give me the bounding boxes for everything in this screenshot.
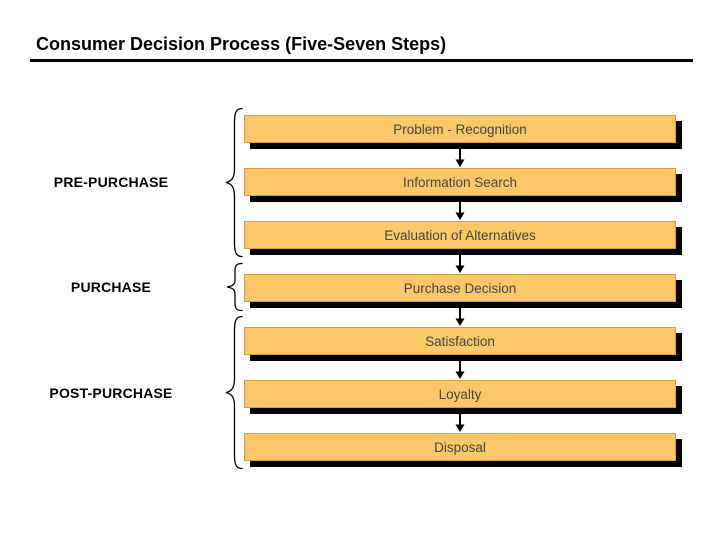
stage-box-purchase-decision: Purchase Decision xyxy=(244,274,676,302)
stage-label: Information Search xyxy=(402,174,518,190)
phase-label-purchase: PURCHASE xyxy=(70,279,152,295)
down-arrow-icon xyxy=(455,202,465,220)
stage-box-disposal: Disposal xyxy=(244,433,676,461)
phase-label-post-purchase: POST-PURCHASE xyxy=(49,385,173,401)
purchase-brace-icon xyxy=(226,262,243,312)
down-arrow-icon xyxy=(455,255,465,273)
phase-label-pre-purchase: PRE-PURCHASE xyxy=(53,174,169,190)
stage-label: Purchase Decision xyxy=(403,280,517,296)
stage-label: Disposal xyxy=(434,439,486,455)
pre-purchase-brace-icon xyxy=(225,107,243,258)
stage-box-evaluation-of-alternatives: Evaluation of Alternatives xyxy=(244,221,676,249)
title-underline xyxy=(30,59,693,62)
slide-title: Consumer Decision Process (Five-Seven St… xyxy=(36,34,447,54)
stage-label: Satisfaction xyxy=(425,333,495,349)
down-arrow-icon xyxy=(455,414,465,432)
stage-box-satisfaction: Satisfaction xyxy=(244,327,676,355)
stage-label: Problem - Recognition xyxy=(393,121,527,137)
post-purchase-brace-icon xyxy=(225,315,243,470)
stage-box-information-search: Information Search xyxy=(244,168,676,196)
down-arrow-icon xyxy=(455,308,465,326)
down-arrow-icon xyxy=(455,361,465,379)
down-arrow-icon xyxy=(455,149,465,167)
stage-label: Evaluation of Alternatives xyxy=(384,227,536,243)
stage-box-loyalty: Loyalty xyxy=(244,380,676,408)
stage-label: Loyalty xyxy=(438,386,482,402)
stage-box-problem-recognition: Problem - Recognition xyxy=(244,115,676,143)
